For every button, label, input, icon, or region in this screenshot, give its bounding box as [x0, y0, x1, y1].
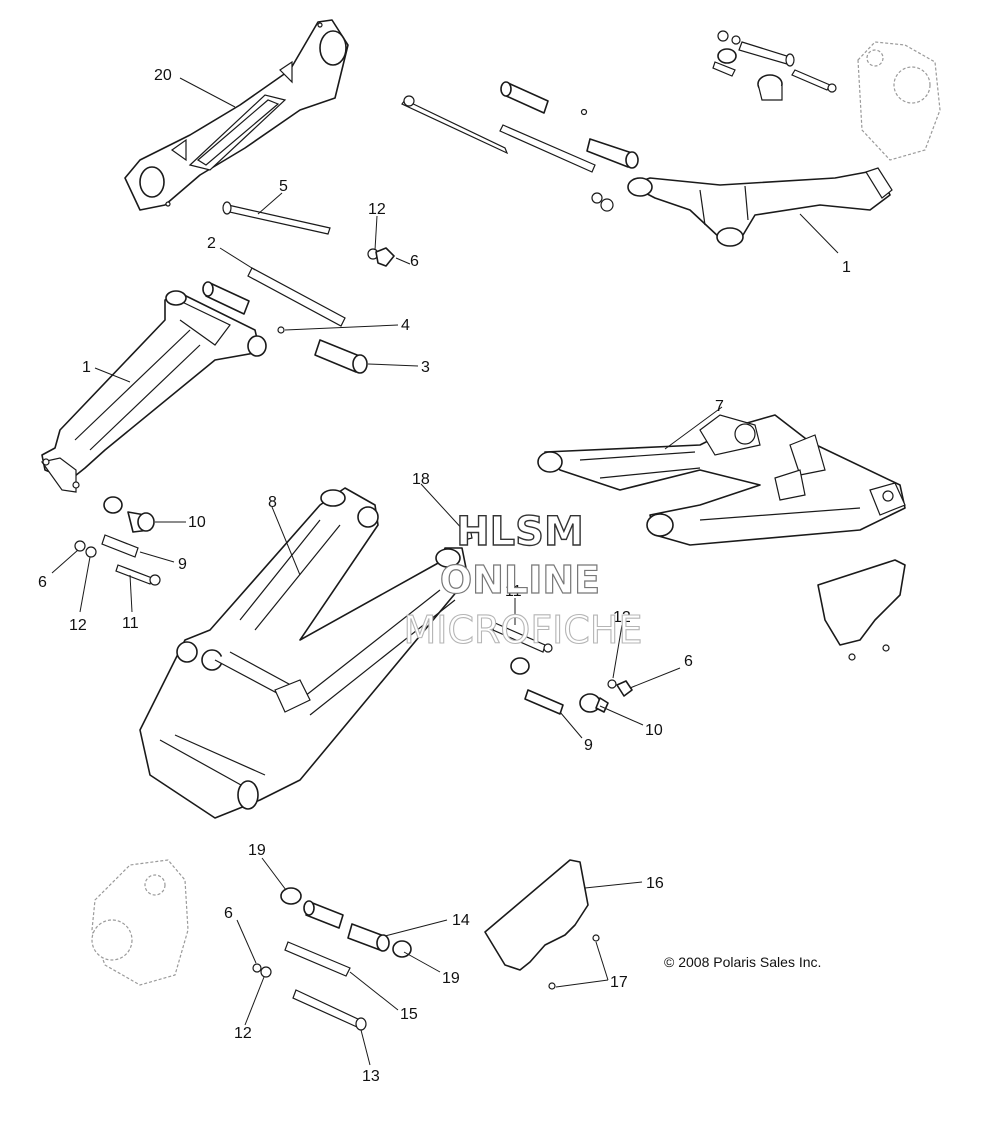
callout-7: 7 [715, 398, 724, 415]
callout-16: 16 [646, 875, 664, 892]
part-1-upper-right-arm [627, 167, 893, 247]
watermark: HLSM ONLINE MICROFICHE [403, 508, 643, 652]
part-16-guard-upper [817, 559, 906, 661]
callout-5: 5 [279, 178, 288, 195]
callout-10-right: 10 [645, 722, 663, 739]
watermark-line-1: HLSM [456, 509, 584, 555]
part-20-bracket-plate [124, 19, 349, 211]
upper-right-hardware-group [712, 30, 941, 161]
callout-9-right: 9 [584, 737, 593, 754]
left-bushing-hardware [74, 496, 161, 586]
callout-12-right: 12 [613, 609, 631, 626]
callout-1-left: 1 [82, 359, 91, 376]
middle-pins-group [202, 201, 395, 374]
callout-19-top: 19 [248, 842, 266, 859]
callout-14: 14 [452, 912, 470, 929]
callout-15: 15 [400, 1006, 418, 1023]
callout-12-left: 12 [69, 617, 87, 634]
callout-13: 13 [362, 1068, 380, 1085]
callout-11-right: 11 [505, 583, 522, 600]
callout-18: 18 [412, 471, 430, 488]
lower-hardware-group [252, 887, 412, 1031]
part-7-swing-arm-frame [537, 414, 906, 546]
callout-6-left: 6 [38, 574, 47, 591]
watermark-line-2: ONLINE [440, 558, 600, 602]
rear-knuckle-housing [91, 859, 189, 986]
callout-6-right: 6 [684, 653, 693, 670]
callout-10-left: 10 [188, 514, 206, 531]
part-8-main-swing-arm [139, 487, 469, 819]
part-1-left-arm [40, 290, 267, 493]
callout-6: 6 [410, 253, 419, 270]
watermark-line-3: MICROFICHE [403, 608, 642, 652]
callout-12: 12 [368, 201, 386, 218]
callout-4: 4 [401, 317, 410, 334]
callout-8: 8 [268, 494, 277, 511]
callout-9-left: 9 [178, 556, 187, 573]
callout-2: 2 [207, 235, 216, 252]
callout-11-left: 11 [122, 615, 139, 632]
copyright-notice: © 2008 Polaris Sales Inc. [664, 954, 821, 970]
right-middle-hardware [492, 622, 633, 715]
callout-6-bottom: 6 [224, 905, 233, 922]
callout-labels: 20 5 12 6 2 4 3 1 1 7 8 18 10 9 6 12 11 … [38, 67, 851, 1085]
upper-shafts-group [401, 81, 639, 212]
callout-1-right: 1 [842, 259, 851, 276]
callout-12-bottom: 12 [234, 1025, 252, 1042]
part-16-guard-lower [484, 859, 600, 990]
callout-19-bottom: 19 [442, 970, 460, 987]
callout-3: 3 [421, 359, 430, 376]
callout-17: 17 [610, 974, 628, 991]
leader-lines [51, 77, 839, 1066]
callout-20: 20 [154, 67, 172, 84]
